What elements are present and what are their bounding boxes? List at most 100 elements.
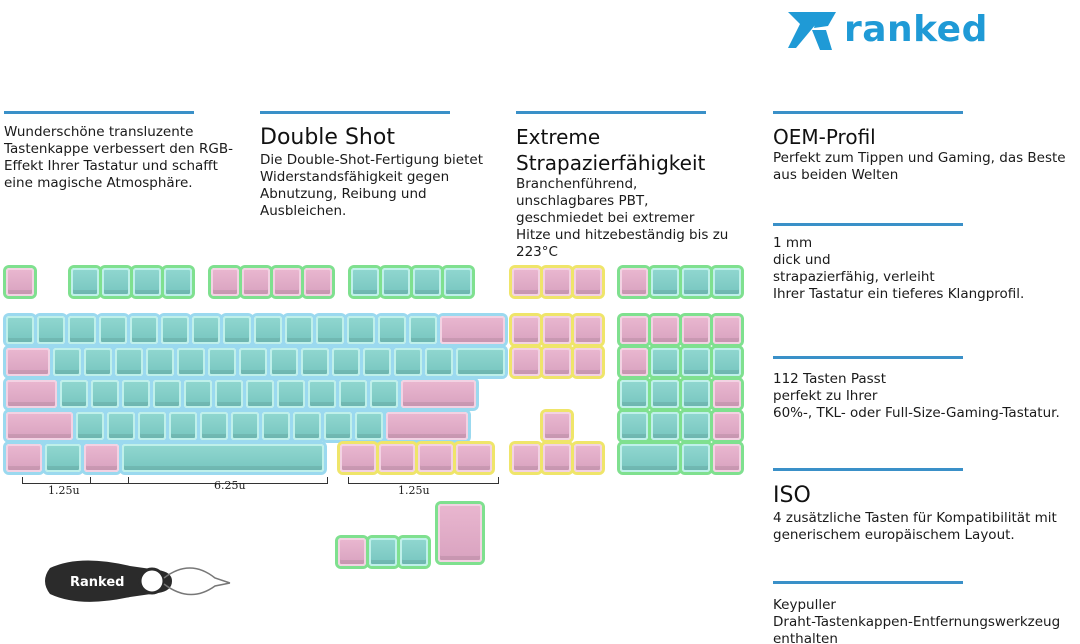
keycap [620, 412, 648, 440]
keycap [99, 316, 127, 344]
keycap [269, 348, 298, 376]
keycap [424, 348, 453, 376]
feature-title: ISO [773, 483, 811, 508]
keycap [292, 412, 321, 440]
feature-title: OEM-Profil [773, 125, 876, 149]
divider [773, 356, 963, 359]
keycap [199, 412, 228, 440]
feature-body: 4 zusätzliche Tasten für Kompatibilität … [773, 510, 1057, 543]
keycap [153, 380, 182, 408]
keycap [620, 380, 648, 408]
keycap [401, 380, 476, 408]
keycap [6, 380, 58, 408]
keycap [6, 444, 42, 472]
keycap [277, 380, 306, 408]
keycap [60, 380, 89, 408]
svg-text:Ranked: Ranked [70, 575, 124, 590]
keycap [246, 380, 275, 408]
keycap [83, 348, 112, 376]
divider [773, 111, 963, 114]
keycap [651, 316, 679, 344]
keycap [362, 348, 391, 376]
keycap [133, 268, 161, 296]
keycap [161, 316, 189, 344]
feature-line: perfekt zu Ihrer [773, 388, 878, 404]
keycap [574, 444, 602, 472]
keycap [512, 316, 540, 344]
keycap [254, 316, 282, 344]
keypuller-tool-icon: Ranked [45, 560, 231, 602]
keycap [6, 348, 50, 376]
keycap [285, 316, 313, 344]
keycap [440, 316, 506, 344]
feature-line: 60%-, TKL- oder Full-Size-Gaming-Tastatu… [773, 405, 1060, 421]
keycap [713, 316, 741, 344]
feature-double-shot: Double Shot Die Double-Shot-Fertigung bi… [260, 124, 505, 220]
keycap [215, 380, 244, 408]
keycap [323, 412, 352, 440]
keycap [682, 316, 710, 344]
feature-line: enthalten [773, 631, 838, 644]
keycap [339, 380, 368, 408]
feature-translucent: Wunderschöne transluzente Tastenkappe ve… [4, 124, 244, 192]
keycap [682, 380, 710, 408]
feature-durability: Extreme Strapazierfähigkeit Branchenführ… [516, 124, 766, 261]
keycap [122, 444, 324, 472]
keycap [102, 268, 130, 296]
feature-thickness: 1 mm dick und strapazierfähig, verleiht … [773, 235, 1073, 303]
keycap [44, 444, 81, 472]
keycap [145, 348, 174, 376]
keycap [543, 412, 571, 440]
keycap [400, 538, 428, 566]
feature-line: 112 Tasten Passt [773, 371, 886, 387]
keycap [164, 268, 192, 296]
keycap [184, 380, 213, 408]
keycap [651, 412, 679, 440]
feature-key-count: 112 Tasten Passt perfekt zu Ihrer 60%-, … [773, 371, 1078, 422]
feature-line: dick und [773, 252, 831, 268]
keycap [413, 268, 441, 296]
keycap [6, 316, 34, 344]
keycap-set-illustration [0, 258, 760, 578]
keycap [68, 316, 96, 344]
feature-keypuller: Keypuller Draht-Tastenkappen-Entfernungs… [773, 597, 1078, 644]
keycap [543, 268, 571, 296]
feature-oem: OEM-Profil Perfekt zum Tippen und Gaming… [773, 124, 1073, 184]
keycap [238, 348, 267, 376]
keycap [620, 268, 648, 296]
divider [260, 111, 450, 114]
keycap [168, 412, 197, 440]
keycap [308, 380, 337, 408]
feature-line: Ihrer Tastatur ein tieferes Klangprofil. [773, 286, 1025, 302]
keycap [574, 316, 602, 344]
keycap [273, 268, 301, 296]
keycap [682, 444, 710, 472]
divider [773, 581, 963, 584]
keycap [370, 380, 399, 408]
keycap [620, 444, 679, 472]
keycap [620, 348, 648, 376]
keycap [512, 348, 540, 376]
keycap [574, 268, 602, 296]
feature-title: Double Shot [260, 125, 395, 150]
keycap [393, 348, 422, 376]
keycap [114, 348, 143, 376]
keycap [574, 348, 602, 376]
feature-title: Extreme Strapazierfähigkeit [516, 125, 706, 175]
dimension-label-space: 6.25u [214, 479, 246, 492]
ranked-r-logo-icon [788, 12, 836, 50]
dimension-label-right: 1.25u [398, 484, 430, 497]
dimension-label-left: 1.25u [48, 484, 80, 497]
keycap [91, 380, 120, 408]
keycap [192, 316, 220, 344]
keycap [338, 538, 366, 566]
keycap [130, 316, 158, 344]
keycap [300, 348, 329, 376]
feature-line: 1 mm [773, 235, 813, 251]
feature-body: Perfekt zum Tippen und Gaming, das Beste… [773, 150, 1066, 183]
feature-line: Keypuller [773, 597, 836, 613]
feature-line: strapazierfähig, verleiht [773, 269, 935, 285]
keycap [651, 348, 679, 376]
keycap [176, 348, 205, 376]
keycap [75, 412, 104, 440]
